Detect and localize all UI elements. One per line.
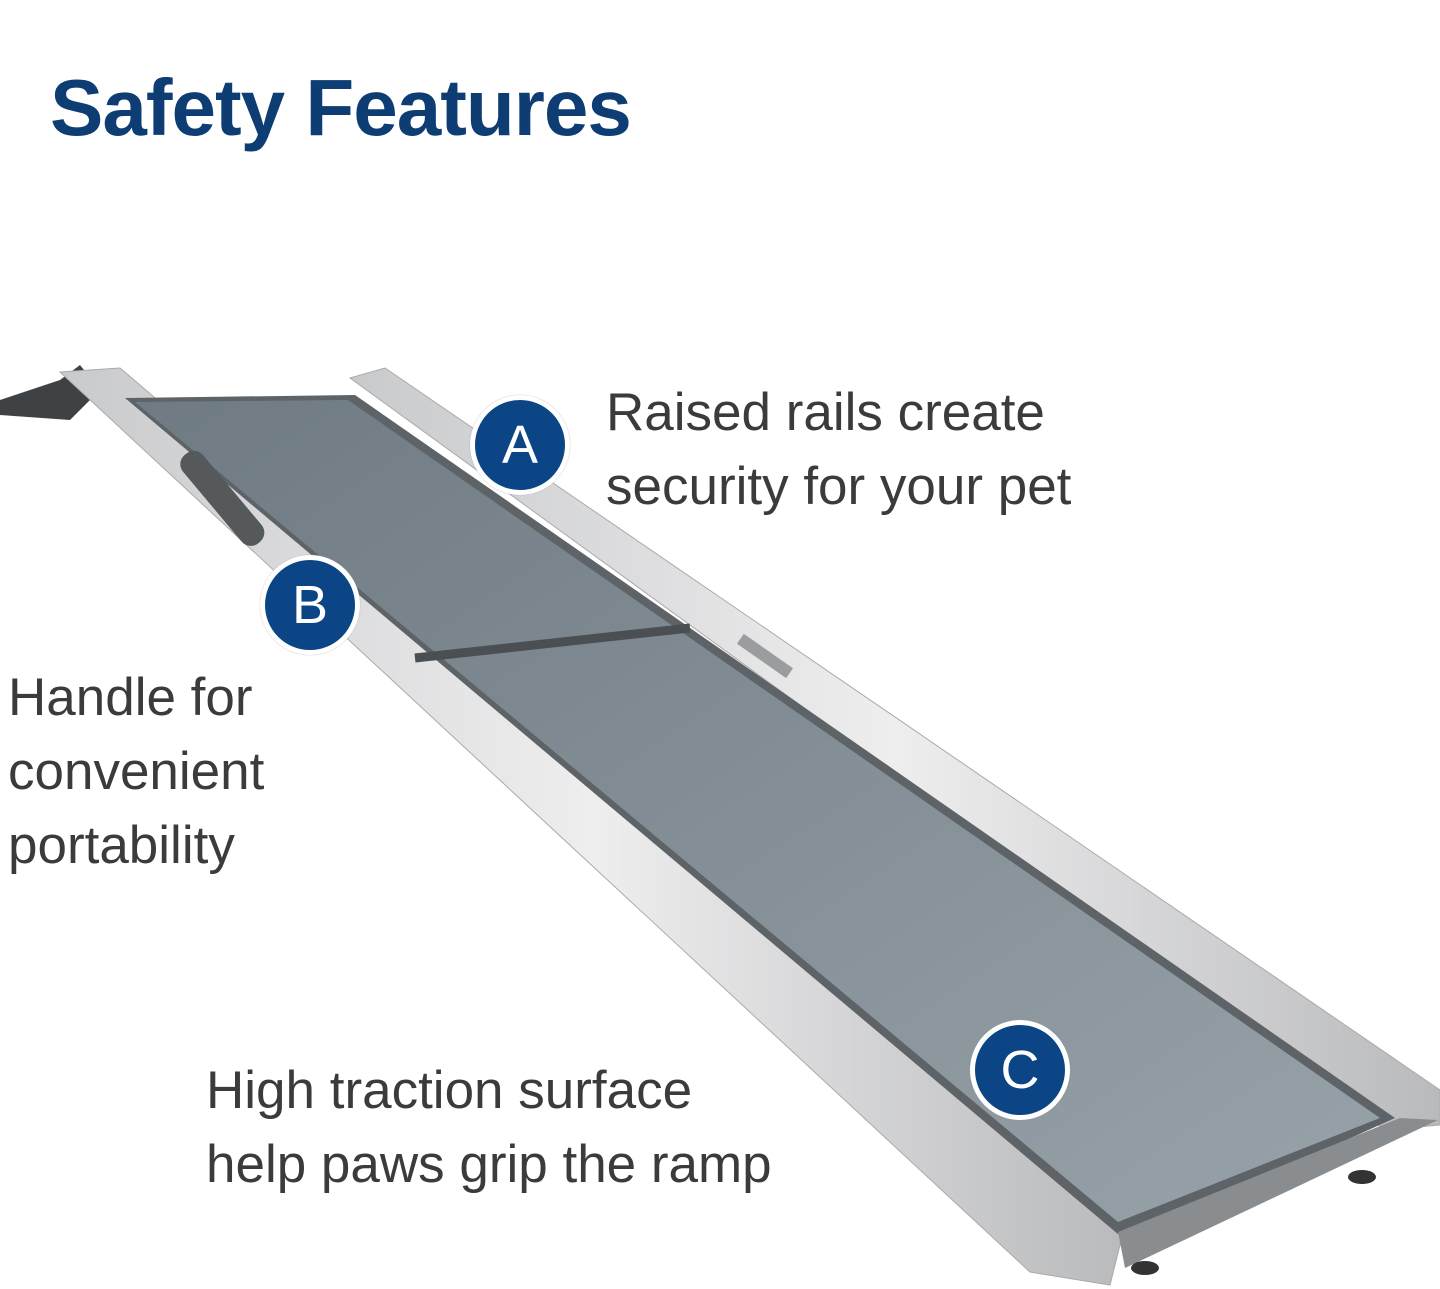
badge-c: C bbox=[970, 1020, 1070, 1120]
bottom-lip bbox=[1118, 1118, 1438, 1268]
feature-c-text: High traction surface help paws grip the… bbox=[206, 1061, 772, 1194]
foot bbox=[1348, 1170, 1376, 1184]
feature-a-text: Raised rails create security for your pe… bbox=[606, 383, 1072, 516]
badge-b: B bbox=[260, 555, 360, 655]
page-title: Safety Features bbox=[50, 63, 632, 152]
fold-seam bbox=[414, 623, 691, 663]
traction-surface bbox=[135, 400, 1380, 1222]
handle bbox=[180, 450, 265, 546]
badge-a: A bbox=[470, 395, 570, 495]
foot bbox=[1131, 1261, 1159, 1275]
rail-clip bbox=[736, 633, 794, 679]
feature-b-text: Handle for convenient portability bbox=[8, 668, 265, 875]
